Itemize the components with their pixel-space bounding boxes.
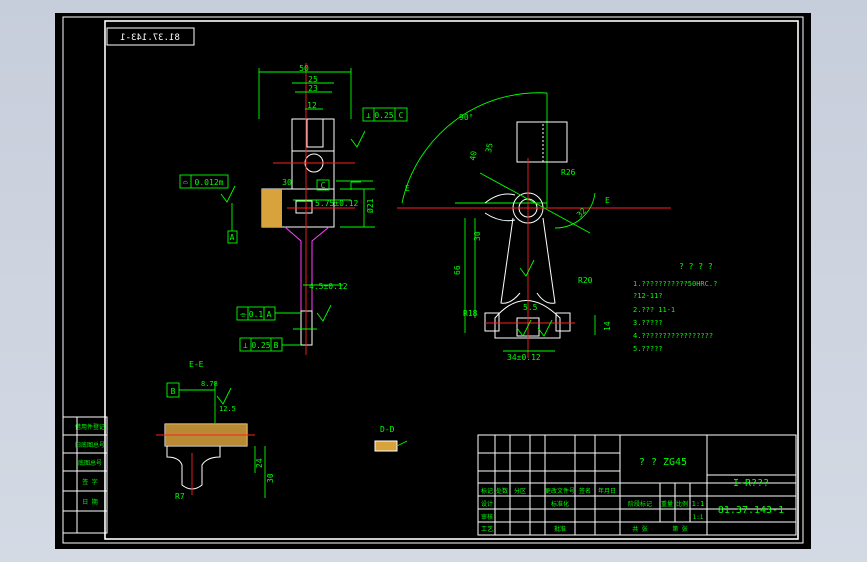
left-strip-label-3: 签 字 — [82, 478, 98, 486]
datum-a-box — [227, 230, 238, 244]
dim-90deg: 90° — [459, 113, 473, 122]
fcf-parallel-c: ⊥ 0.25 C — [362, 107, 408, 122]
title-block: ? ? ZG45 I-R??? 81.37.143-1 1:1 标记 处数 分区… — [477, 434, 797, 536]
datum-a-label: A — [230, 233, 235, 242]
dim-12: 12 — [307, 101, 317, 110]
fcf-value-0012: 0.012m — [195, 178, 224, 187]
rough-125: 12.5 — [219, 405, 236, 413]
fcf-value-025b: 0.25 — [251, 341, 270, 350]
tb-r3-c0: 审核 — [481, 513, 493, 521]
tb-r1-c2: 分区 — [514, 487, 526, 495]
front-view — [220, 63, 375, 355]
fcf-symbol: ⊥ — [366, 111, 371, 120]
dim-23: 23 — [308, 84, 318, 93]
fcf-012: ⌓ 0.012m — [179, 174, 229, 189]
side-view — [397, 92, 671, 358]
tb-r4-c0: 工艺 — [481, 525, 493, 533]
tb-r1-c3: 更改文件号 — [545, 487, 575, 495]
dim-r18: R18 — [463, 309, 478, 318]
dim-40: 40 — [468, 150, 479, 161]
tech-item-3: 3.????? — [633, 319, 663, 327]
dim-14: 14 — [603, 321, 612, 331]
engineering-drawing: 81.37.143-1 借用件登记 旧底图总号 底图总号 签 字 日 期 — [62, 16, 804, 544]
tb-r4-c5: 第 张 — [672, 525, 688, 533]
tb-r2-c6: 比例 — [676, 500, 688, 508]
tech-item-1: ?12-11? — [633, 292, 663, 300]
fcf-symbol-4: ⊥ — [243, 341, 248, 350]
datum-c-label: C — [321, 181, 326, 190]
dim-50: 50 — [299, 64, 309, 73]
inner-frame — [104, 20, 799, 540]
tb-r2-c4: 阶段标记 — [628, 500, 652, 508]
tb-r2-c2: 标准化 — [551, 500, 569, 508]
fcf-datum-b: B — [274, 341, 279, 350]
tb-r1-c1: 处数 — [496, 487, 508, 495]
section-mark-e2: E — [405, 184, 410, 193]
tb-r4-c2: 批准 — [554, 525, 566, 533]
tb-r3-c6: 1:1 — [693, 514, 704, 521]
section-ee: E-E B 8.78 12.5 24 30 R7 — [156, 360, 275, 501]
dim-r20: R20 — [578, 276, 593, 285]
dim-35: 35 — [484, 142, 495, 153]
tech-title: ? ? ? ? — [679, 262, 713, 271]
outer-frame — [62, 16, 804, 544]
fcf-datum-a: A — [267, 310, 272, 319]
drawing-number-text: 81.37.143-1 — [718, 505, 784, 516]
fcf-01a: ⌯ 0.1 A — [236, 306, 301, 321]
fcf-symbol-3: ⌯ — [240, 310, 247, 319]
dim-r7: R7 — [175, 492, 185, 501]
section-ee-label: E-E — [189, 360, 204, 369]
drawing-canvas[interactable]: 81.37.143-1 借用件登记 旧底图总号 底图总号 签 字 日 期 — [55, 13, 811, 549]
part-name-text: I-R??? — [733, 478, 769, 489]
tb-r1-c0: 标记 — [481, 487, 493, 495]
tb-r2-c0: 设计 — [481, 500, 493, 508]
tech-requirements: ? ? ? ? 1.???????????50HRC.? ?12-11? 2.?… — [633, 262, 717, 353]
tech-item-4: 4.????????????????? — [633, 332, 713, 340]
tech-item-5: 5.????? — [633, 345, 663, 353]
tech-item-0: 1.???????????50HRC.? — [633, 280, 717, 288]
tb-r2-c5: 重量 — [661, 500, 673, 508]
left-strip-label-0: 借用件登记 — [75, 423, 105, 431]
tb-r1-c5: 年月日 — [598, 487, 616, 495]
scale-text: 1:1 — [692, 500, 705, 508]
dim-575: 5.75±0.12 — [315, 199, 359, 208]
dim-45: 4.5±0.12 — [309, 282, 348, 291]
left-strip-label-4: 日 期 — [82, 498, 98, 506]
fcf-datum-c: C — [399, 111, 404, 120]
tb-r4-c4: 共 张 — [632, 525, 648, 533]
dim-55: 5.5 — [523, 303, 538, 312]
section-mark-e: E — [605, 196, 610, 205]
corner-code-box — [106, 27, 195, 46]
dim-r26: R26 — [561, 168, 576, 177]
left-strip-label-1: 旧底图总号 — [75, 441, 105, 449]
material-text: ? ? ZG45 — [639, 457, 687, 468]
fcf-symbol-2: ⌓ — [183, 178, 188, 187]
fcf-value-025c: 0.25 — [374, 111, 393, 120]
corner-code: 81.37.143-1 — [120, 33, 180, 43]
dim-30-front: 30 — [282, 178, 292, 187]
datum-c-box — [316, 179, 330, 191]
left-strip-label-2: 底图总号 — [78, 459, 102, 467]
dim-34: 34±0.12 — [507, 353, 541, 362]
dim-d21: Ø21 — [365, 198, 375, 213]
dim-25: 25 — [308, 75, 318, 84]
dim-66: 66 — [453, 265, 462, 275]
dim-30-side: 30 — [473, 231, 482, 241]
dim-24: 24 — [255, 458, 264, 468]
dim-878: 8.78 — [201, 380, 218, 388]
section-dd: D-D — [374, 425, 408, 452]
fcf-value-01: 0.1 — [249, 310, 264, 319]
tb-r1-c4: 签名 — [579, 487, 591, 495]
left-strip-table: 借用件登记 旧底图总号 底图总号 签 字 日 期 — [62, 416, 108, 534]
dim-30-section: 30 — [266, 473, 275, 483]
datum-b-label: B — [171, 387, 176, 396]
fcf-025b: ⊥ 0.25 B — [239, 337, 301, 352]
section-dd-label: D-D — [380, 425, 395, 434]
tech-item-2: 2.??? 11-1 — [633, 306, 675, 314]
